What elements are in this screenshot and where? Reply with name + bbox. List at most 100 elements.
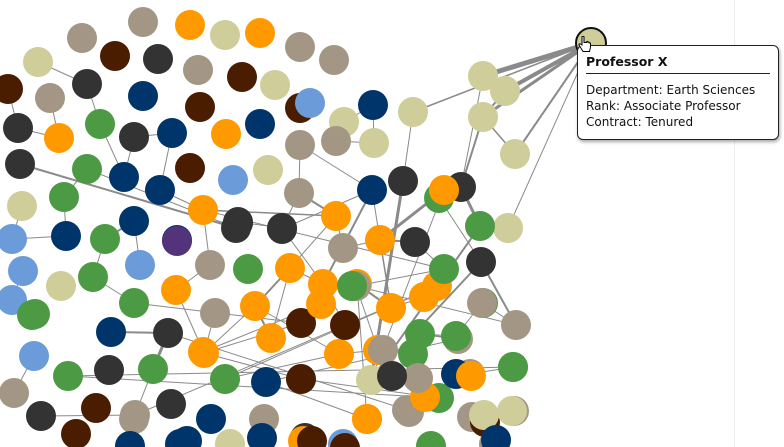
- graph-node[interactable]: [78, 262, 108, 292]
- graph-node[interactable]: [500, 139, 530, 169]
- graph-node[interactable]: [368, 335, 398, 365]
- graph-node[interactable]: [352, 404, 382, 434]
- graph-node[interactable]: [357, 175, 387, 205]
- graph-node[interactable]: [245, 109, 275, 139]
- graph-node[interactable]: [156, 389, 186, 419]
- graph-node[interactable]: [388, 166, 418, 196]
- graph-node[interactable]: [211, 119, 241, 149]
- graph-node[interactable]: [221, 213, 251, 243]
- graph-node[interactable]: [306, 289, 336, 319]
- graph-node[interactable]: [26, 401, 56, 431]
- graph-node[interactable]: [260, 70, 290, 100]
- graph-node[interactable]: [35, 83, 65, 113]
- graph-node[interactable]: [128, 7, 158, 37]
- graph-node[interactable]: [359, 128, 389, 158]
- graph-node[interactable]: [501, 310, 531, 340]
- graph-node[interactable]: [416, 431, 446, 447]
- graph-node[interactable]: [358, 90, 388, 120]
- graph-node[interactable]: [469, 400, 499, 430]
- graph-node[interactable]: [119, 404, 149, 434]
- graph-node[interactable]: [233, 254, 263, 284]
- graph-node[interactable]: [295, 88, 325, 118]
- graph-node[interactable]: [324, 339, 354, 369]
- graph-node[interactable]: [398, 339, 428, 369]
- graph-node[interactable]: [215, 429, 245, 447]
- graph-node[interactable]: [94, 355, 124, 385]
- graph-node[interactable]: [467, 288, 497, 318]
- graph-node[interactable]: [400, 227, 430, 257]
- graph-node[interactable]: [96, 317, 126, 347]
- graph-node[interactable]: [286, 308, 316, 338]
- graph-node[interactable]: [403, 363, 433, 393]
- graph-node[interactable]: [44, 123, 74, 153]
- graph-node[interactable]: [245, 18, 275, 48]
- graph-node[interactable]: [145, 175, 175, 205]
- graph-node[interactable]: [490, 76, 520, 106]
- graph-node[interactable]: [175, 10, 205, 40]
- graph-node[interactable]: [19, 341, 49, 371]
- graph-node[interactable]: [183, 55, 213, 85]
- graph-node[interactable]: [125, 250, 155, 280]
- graph-node[interactable]: [227, 62, 257, 92]
- graph-node[interactable]: [17, 300, 47, 330]
- graph-node[interactable]: [468, 61, 498, 91]
- graph-node[interactable]: [429, 175, 459, 205]
- graph-node[interactable]: [286, 364, 316, 394]
- graph-node[interactable]: [3, 113, 33, 143]
- graph-node[interactable]: [188, 337, 218, 367]
- graph-node[interactable]: [498, 352, 528, 382]
- graph-node[interactable]: [456, 361, 486, 391]
- graph-node[interactable]: [153, 318, 183, 348]
- graph-node[interactable]: [0, 224, 27, 254]
- graph-node[interactable]: [468, 102, 498, 132]
- graph-node[interactable]: [466, 247, 496, 277]
- graph-node[interactable]: [90, 224, 120, 254]
- graph-node[interactable]: [441, 321, 471, 351]
- graph-node[interactable]: [51, 221, 81, 251]
- graph-node[interactable]: [328, 233, 358, 263]
- graph-node[interactable]: [253, 155, 283, 185]
- graph-node[interactable]: [53, 361, 83, 391]
- graph-node[interactable]: [275, 253, 305, 283]
- graph-node[interactable]: [138, 354, 168, 384]
- graph-node[interactable]: [210, 20, 240, 50]
- graph-node[interactable]: [172, 426, 202, 447]
- graph-node[interactable]: [72, 69, 102, 99]
- graph-node[interactable]: [119, 288, 149, 318]
- graph-node[interactable]: [67, 23, 97, 53]
- graph-node[interactable]: [7, 191, 37, 221]
- graph-node[interactable]: [321, 201, 351, 231]
- graph-node[interactable]: [81, 393, 111, 423]
- graph-node[interactable]: [284, 178, 314, 208]
- graph-node[interactable]: [100, 41, 130, 71]
- graph-node[interactable]: [23, 47, 53, 77]
- graph-node[interactable]: [46, 271, 76, 301]
- graph-node[interactable]: [72, 154, 102, 184]
- graph-node[interactable]: [330, 433, 360, 447]
- graph-node[interactable]: [481, 425, 511, 447]
- graph-node[interactable]: [247, 423, 277, 447]
- graph-node[interactable]: [376, 293, 406, 323]
- graph-node[interactable]: [143, 44, 173, 74]
- graph-node[interactable]: [377, 361, 407, 391]
- graph-node[interactable]: [398, 97, 428, 127]
- graph-node[interactable]: [195, 250, 225, 280]
- graph-node[interactable]: [218, 165, 248, 195]
- graph-node[interactable]: [8, 256, 38, 286]
- graph-node[interactable]: [200, 298, 230, 328]
- graph-node[interactable]: [119, 122, 149, 152]
- graph-node[interactable]: [61, 419, 91, 447]
- graph-node[interactable]: [0, 74, 23, 104]
- graph-node[interactable]: [196, 404, 226, 434]
- graph-node[interactable]: [119, 206, 149, 236]
- graph-node[interactable]: [321, 126, 351, 156]
- graph-node[interactable]: [162, 226, 192, 256]
- graph-nodes[interactable]: [0, 7, 607, 447]
- graph-node[interactable]: [210, 364, 240, 394]
- graph-node[interactable]: [128, 81, 158, 111]
- graph-node[interactable]: [319, 45, 349, 75]
- graph-node[interactable]: [175, 153, 205, 183]
- graph-node[interactable]: [330, 310, 360, 340]
- graph-node[interactable]: [429, 254, 459, 284]
- graph-node[interactable]: [161, 275, 191, 305]
